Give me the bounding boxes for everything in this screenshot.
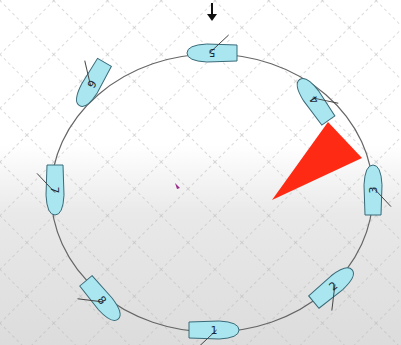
boat: 1	[188, 320, 240, 340]
hull-outline	[72, 58, 113, 110]
wind-arrow	[207, 3, 217, 21]
course-circle	[51, 54, 373, 332]
boat-number: 3	[368, 187, 379, 194]
boat: 7	[45, 164, 65, 216]
boat: 5	[186, 43, 238, 63]
boat: 3	[363, 164, 383, 216]
hull-outline	[292, 74, 335, 125]
hull-outline	[187, 44, 237, 62]
hull-outline	[46, 165, 64, 215]
hull-outline	[364, 165, 382, 215]
wind-sector	[272, 122, 362, 200]
cursor	[175, 183, 180, 189]
boat-number: 5	[209, 48, 216, 59]
boat-number: 1	[211, 325, 218, 336]
hull-outline	[189, 321, 239, 339]
boat-number: 7	[50, 187, 61, 194]
